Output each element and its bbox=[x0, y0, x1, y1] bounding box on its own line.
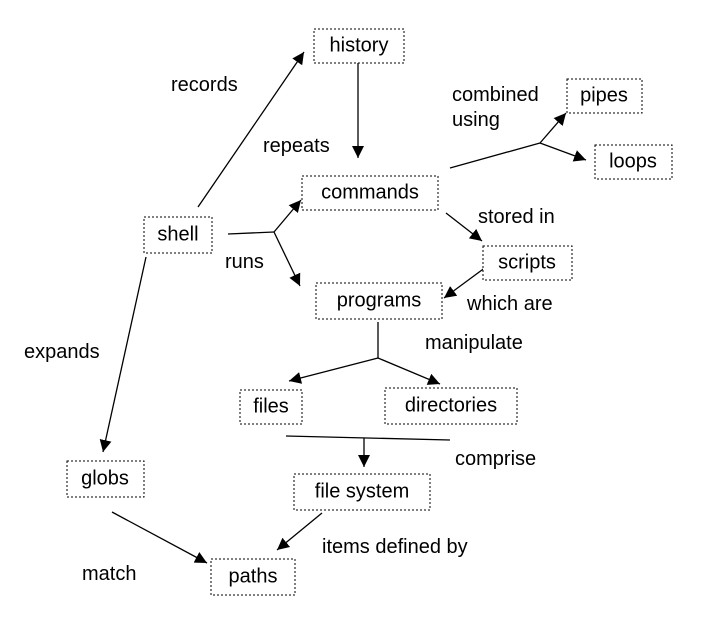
node-history-label: history bbox=[330, 34, 389, 56]
label-expands: expands bbox=[24, 341, 100, 363]
node-files: files bbox=[239, 389, 303, 425]
edge-branch-loops bbox=[539, 142, 587, 162]
node-scripts-label: scripts bbox=[498, 251, 556, 273]
edge-shell-history bbox=[197, 51, 305, 208]
edge-branch-programs bbox=[273, 231, 301, 287]
edge-commands-scripts bbox=[445, 212, 483, 242]
node-scripts: scripts bbox=[482, 245, 573, 281]
edge-stem-directories bbox=[377, 357, 441, 385]
node-programs: programs bbox=[315, 282, 443, 320]
label-runs: runs bbox=[225, 251, 264, 273]
node-loops: loops bbox=[594, 144, 673, 180]
edge-files-directories-bar bbox=[285, 435, 451, 441]
edge-branch-pipes bbox=[539, 112, 567, 144]
edge-shell-globs bbox=[99, 256, 147, 453]
edge-stem-files bbox=[288, 357, 379, 384]
node-shell: shell bbox=[143, 216, 213, 254]
edge-shell-branch bbox=[227, 231, 275, 235]
node-commands-label: commands bbox=[321, 181, 419, 203]
node-pipes: pipes bbox=[566, 78, 643, 114]
label-manipulate: manipulate bbox=[425, 332, 523, 354]
node-pipes-label: pipes bbox=[580, 84, 628, 106]
node-globs: globs bbox=[66, 460, 145, 498]
node-commands: commands bbox=[301, 175, 439, 211]
edges bbox=[99, 51, 587, 564]
node-history: history bbox=[313, 28, 405, 64]
node-globs-label: globs bbox=[81, 467, 129, 489]
label-repeats: repeats bbox=[263, 135, 330, 157]
label-using: using bbox=[452, 109, 500, 131]
node-paths: paths bbox=[210, 558, 296, 596]
label-items-defined-by: items defined by bbox=[322, 536, 468, 558]
node-loops-label: loops bbox=[609, 150, 657, 172]
edge-scripts-programs bbox=[443, 266, 487, 299]
edge-branch-commands bbox=[273, 199, 302, 233]
edge-filesystem-paths bbox=[276, 512, 323, 551]
label-records: records bbox=[171, 74, 238, 96]
edge-globs-paths bbox=[111, 511, 208, 564]
label-which-are: which are bbox=[466, 293, 553, 315]
label-combined: combined bbox=[452, 84, 539, 106]
node-directories-label: directories bbox=[405, 394, 497, 416]
node-files-label: files bbox=[253, 395, 289, 417]
node-file-system-label: file system bbox=[315, 480, 409, 502]
label-comprise: comprise bbox=[455, 448, 536, 470]
node-directories: directories bbox=[384, 387, 518, 425]
node-file-system: file system bbox=[293, 473, 431, 511]
node-programs-label: programs bbox=[337, 289, 421, 311]
node-paths-label: paths bbox=[229, 565, 278, 587]
node-shell-label: shell bbox=[157, 223, 198, 245]
label-match: match bbox=[82, 563, 136, 585]
label-stored-in: stored in bbox=[478, 206, 555, 228]
edge-commands-branch bbox=[449, 142, 541, 169]
